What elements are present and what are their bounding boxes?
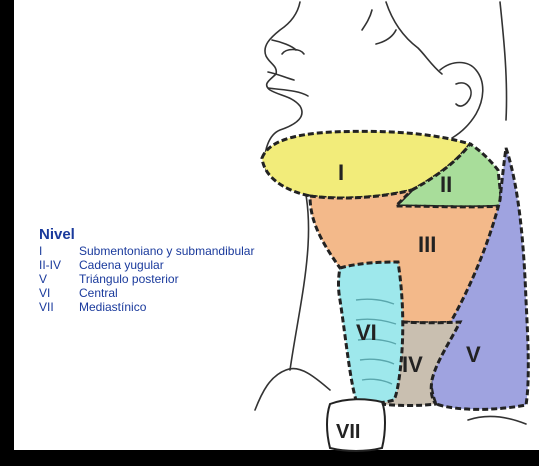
legend-text: Central	[79, 286, 118, 300]
level-IV-label: IV	[402, 352, 423, 377]
legend-text: Mediastínico	[79, 300, 146, 314]
legend-row: V Triángulo posterior	[39, 272, 254, 286]
legend-text: Triángulo posterior	[79, 272, 179, 286]
legend-code: V	[39, 272, 79, 286]
legend-row: I Submentoniano y submandibular	[39, 244, 254, 258]
legend-row: VII Mediastínico	[39, 300, 254, 314]
legend-code: II-IV	[39, 258, 79, 272]
legend-row: II-IV Cadena yugular	[39, 258, 254, 272]
legend-text: Submentoniano y submandibular	[79, 244, 254, 258]
levels-legend: Nivel I Submentoniano y submandibular II…	[39, 226, 254, 314]
legend-title: Nivel	[39, 226, 254, 243]
legend-row: VI Central	[39, 286, 254, 300]
legend-code: I	[39, 244, 79, 258]
legend-code: VII	[39, 300, 79, 314]
level-V-label: V	[466, 342, 481, 367]
level-II-label: II	[440, 172, 452, 197]
legend-text: Cadena yugular	[79, 258, 164, 272]
level-VII-label: VII	[336, 421, 360, 443]
level-VII-region: VII	[327, 399, 385, 451]
level-VI-label: VI	[356, 320, 377, 345]
level-I-label: I	[338, 160, 344, 185]
legend-code: VI	[39, 286, 79, 300]
level-VI-region: VI	[339, 262, 403, 403]
level-III-label: III	[418, 232, 436, 257]
